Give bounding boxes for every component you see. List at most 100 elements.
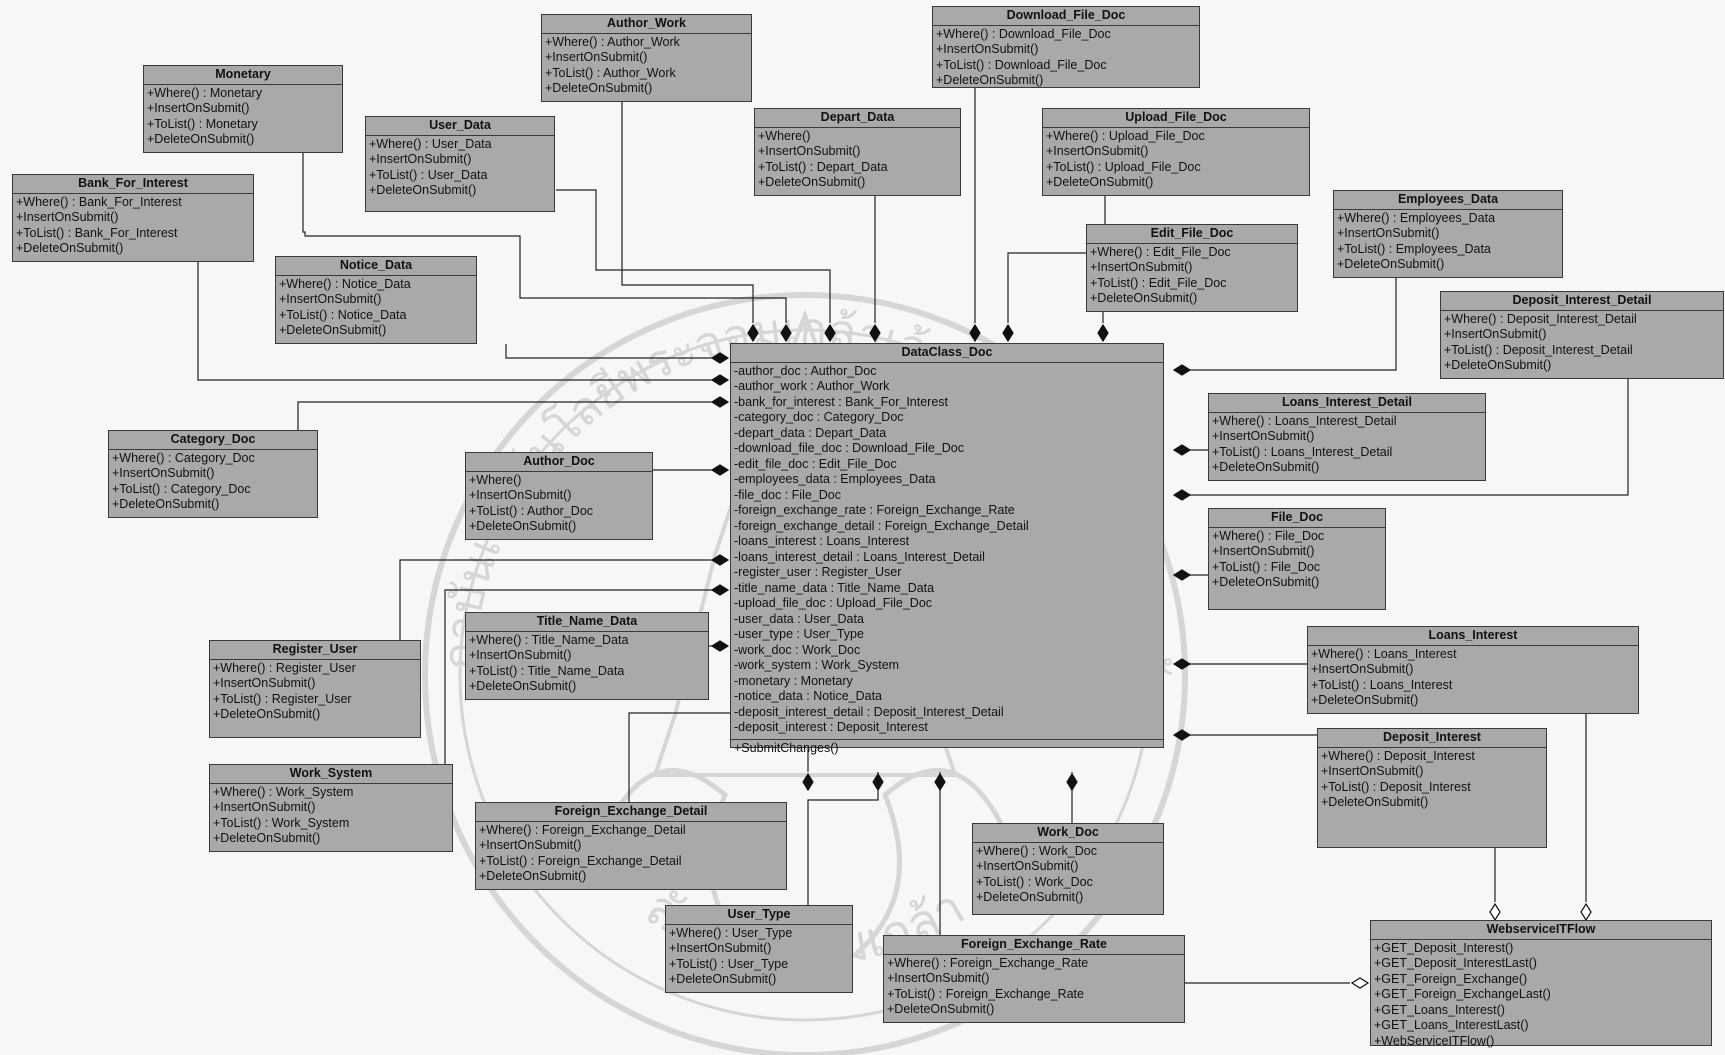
method-item: +DeleteOnSubmit() bbox=[279, 323, 387, 337]
method-list: +Where() : Employees_Data+InsertOnSubmit… bbox=[1334, 210, 1562, 276]
class-category-doc[interactable]: Category_Doc+Where() : Category_Doc+Inse… bbox=[108, 430, 318, 518]
composition-diamond-loans-interest bbox=[1172, 658, 1192, 670]
class-loans-interest-detail[interactable]: Loans_Interest_Detail+Where() : Loans_In… bbox=[1208, 393, 1486, 481]
method-item: +Where() : User_Data bbox=[369, 136, 492, 151]
class-deposit-interest[interactable]: Deposit_Interest+Where() : Deposit_Inter… bbox=[1317, 728, 1547, 848]
composition-diamond-bank-for-interest bbox=[710, 374, 730, 386]
class-edit-file-doc[interactable]: Edit_File_Doc+Where() : Edit_File_Doc+In… bbox=[1086, 224, 1298, 312]
method-list: +Where() : Author_Work+InsertOnSubmit()+… bbox=[542, 34, 751, 100]
class-name: User_Type bbox=[666, 906, 852, 925]
class-name: User_Data bbox=[366, 117, 554, 136]
composition-diamond-download-file-doc bbox=[969, 323, 981, 343]
method-item: +GET_Foreign_ExchangeLast() bbox=[1374, 987, 1551, 1001]
method-item: +ToList() : Employees_Data bbox=[1337, 241, 1491, 256]
class-foreign-exchange-detail[interactable]: Foreign_Exchange_Detail+Where() : Foreig… bbox=[475, 802, 787, 890]
composition-diamond-deposit-interest bbox=[1172, 729, 1192, 741]
class-name: Foreign_Exchange_Rate bbox=[884, 936, 1184, 955]
method-list: +Where() : Deposit_Interest+InsertOnSubm… bbox=[1318, 748, 1546, 814]
method-list: +Where() : Deposit_Interest_Detail+Inser… bbox=[1441, 311, 1723, 377]
class-name: Deposit_Interest_Detail bbox=[1441, 292, 1723, 311]
class-name: Employees_Data bbox=[1334, 191, 1562, 210]
class-name: Author_Doc bbox=[466, 453, 652, 472]
method-item: +InsertOnSubmit() bbox=[279, 292, 382, 306]
class-title-name-data[interactable]: Title_Name_Data+Where() : Title_Name_Dat… bbox=[465, 612, 709, 700]
method-list: +Where() : Bank_For_Interest+InsertOnSub… bbox=[13, 194, 253, 260]
method-item: +DeleteOnSubmit() bbox=[1444, 358, 1552, 372]
line-user-data bbox=[556, 189, 831, 323]
class-file-doc[interactable]: File_Doc+Where() : File_Doc+InsertOnSubm… bbox=[1208, 508, 1386, 610]
class-depart-data[interactable]: Depart_Data+Where()+InsertOnSubmit()+ToL… bbox=[754, 108, 961, 196]
composition-diamond-user-data bbox=[824, 323, 836, 343]
method-item: +Where() : Category_Doc bbox=[112, 450, 255, 465]
class-deposit-interest-detail[interactable]: Deposit_Interest_Detail+Where() : Deposi… bbox=[1440, 291, 1724, 379]
line-monetary bbox=[302, 153, 787, 323]
class-user-data[interactable]: User_Data+Where() : User_Data+InsertOnSu… bbox=[365, 116, 555, 212]
class-name: Loans_Interest bbox=[1308, 627, 1638, 646]
method-item: +Where() : Work_System bbox=[213, 784, 354, 799]
method-item: +ToList() : Monetary bbox=[147, 116, 258, 131]
method-item: +InsertOnSubmit() bbox=[479, 838, 582, 852]
class-name: Loans_Interest_Detail bbox=[1209, 394, 1485, 413]
method-item: +InsertOnSubmit() bbox=[758, 144, 861, 158]
method-list: +Where() : Foreign_Exchange_Rate+InsertO… bbox=[884, 955, 1184, 1021]
method-item: +Where() : Deposit_Interest_Detail bbox=[1444, 311, 1637, 326]
class-author-work[interactable]: Author_Work+Where() : Author_Work+Insert… bbox=[541, 14, 752, 102]
class-employees-data[interactable]: Employees_Data+Where() : Employees_Data+… bbox=[1333, 190, 1563, 278]
method-item: +Where() : Notice_Data bbox=[279, 276, 411, 291]
class-monetary[interactable]: Monetary+Where() : Monetary+InsertOnSubm… bbox=[143, 65, 343, 153]
class-upload-file-doc[interactable]: Upload_File_Doc+Where() : Upload_File_Do… bbox=[1042, 108, 1310, 196]
attribute-item: -category_doc : Category_Doc bbox=[734, 410, 904, 424]
method-list: +Where() : Upload_File_Doc+InsertOnSubmi… bbox=[1043, 128, 1309, 194]
method-item: +Where() : Loans_Interest_Detail bbox=[1212, 413, 1397, 428]
method-item: +ToList() : Download_File_Doc bbox=[936, 57, 1107, 72]
class-name: Monetary bbox=[144, 66, 342, 85]
class-name: Edit_File_Doc bbox=[1087, 225, 1297, 244]
attribute-item: -title_name_data : Title_Name_Data bbox=[734, 580, 935, 595]
method-item: +DeleteOnSubmit() bbox=[213, 707, 321, 721]
attribute-item: -foreign_exchange_rate : Foreign_Exchang… bbox=[734, 503, 1015, 517]
method-list: +Where() : Notice_Data+InsertOnSubmit() +… bbox=[276, 276, 476, 342]
method-list: +Where() : Work_System+InsertOnSubmit()+… bbox=[210, 784, 452, 850]
class-work-doc[interactable]: Work_Doc+Where() : Work_Doc+InsertOnSubm… bbox=[972, 823, 1164, 915]
attribute-item: -work_doc : Work_Doc bbox=[734, 642, 861, 657]
method-list: +Where() : Loans_Interest_Detail+InsertO… bbox=[1209, 413, 1485, 479]
method-item: +Where() : Author_Work bbox=[545, 34, 680, 49]
class-dataclass-doc[interactable]: DataClass_Doc -author_doc : Author_Doc-a… bbox=[730, 343, 1164, 755]
class-name: Bank_For_Interest bbox=[13, 175, 253, 194]
composition-diamond-category-doc bbox=[710, 396, 730, 408]
method-item: +InsertOnSubmit() bbox=[469, 648, 572, 662]
method-item: +ToList() : Depart_Data bbox=[758, 159, 888, 174]
class-foreign-exchange-rate[interactable]: Foreign_Exchange_Rate+Where() : Foreign_… bbox=[883, 935, 1185, 1023]
attribute-item: -upload_file_doc : Upload_File_Doc bbox=[734, 596, 933, 610]
method-item: +DeleteOnSubmit() bbox=[16, 241, 124, 255]
method-item: +Where() : Bank_For_Interest bbox=[16, 194, 182, 209]
attribute-item: -bank_for_interest : Bank_For_Interest bbox=[734, 394, 949, 409]
attribute-item: -register_user : Register_User bbox=[734, 565, 902, 579]
class-work-system[interactable]: Work_System+Where() : Work_System+Insert… bbox=[209, 764, 453, 852]
method-item: +InsertOnSubmit() bbox=[545, 50, 648, 64]
composition-diamond-title-name-data bbox=[710, 640, 730, 652]
method-item: +Where() : Upload_File_Doc bbox=[1046, 128, 1205, 143]
class-bank-for-interest[interactable]: Bank_For_Interest+Where() : Bank_For_Int… bbox=[12, 174, 254, 262]
class-user-type[interactable]: User_Type+Where() : User_Type+InsertOnSu… bbox=[665, 905, 853, 993]
method-list: +Where() : File_Doc+InsertOnSubmit()+ToL… bbox=[1209, 528, 1385, 594]
class-name: Download_File_Doc bbox=[933, 7, 1199, 26]
composition-diamond-foreign-exchange-rate bbox=[934, 772, 946, 792]
method-item: +InsertOnSubmit() bbox=[469, 488, 572, 502]
attribute-item: -deposit_interest_detail : Deposit_Inter… bbox=[734, 704, 1004, 719]
class-author-doc[interactable]: Author_Doc+Where()+InsertOnSubmit()+ToLi… bbox=[465, 452, 653, 540]
class-register-user[interactable]: Register_User+Where() : Register_User+In… bbox=[209, 640, 421, 738]
class-loans-interest[interactable]: Loans_Interest+Where() : Loans_Interest+… bbox=[1307, 626, 1639, 714]
class-download-file-doc[interactable]: Download_File_Doc+Where() : Download_Fil… bbox=[932, 6, 1200, 88]
method-list: +Where() : Title_Name_Data+InsertOnSubmi… bbox=[466, 632, 708, 698]
method-list: +Where() : Download_File_Doc+InsertOnSub… bbox=[933, 26, 1199, 92]
method-item: +DeleteOnSubmit() bbox=[1321, 795, 1429, 809]
method-item: +InsertOnSubmit() bbox=[1212, 544, 1315, 558]
method-item: +GET_Deposit_InterestLast() bbox=[1374, 956, 1537, 970]
method-item: +DeleteOnSubmit() bbox=[369, 183, 477, 197]
class-webservice-itflow[interactable]: WebserviceITFlow+GET_Deposit_Interest()+… bbox=[1370, 920, 1712, 1048]
method-item: +ToList() : Register_User bbox=[213, 691, 352, 706]
attribute-list: -author_doc : Author_Doc-author_work : A… bbox=[731, 363, 1163, 740]
line-user-type bbox=[807, 772, 879, 905]
class-notice-data[interactable]: Notice_Data+Where() : Notice_Data+Insert… bbox=[275, 256, 477, 344]
